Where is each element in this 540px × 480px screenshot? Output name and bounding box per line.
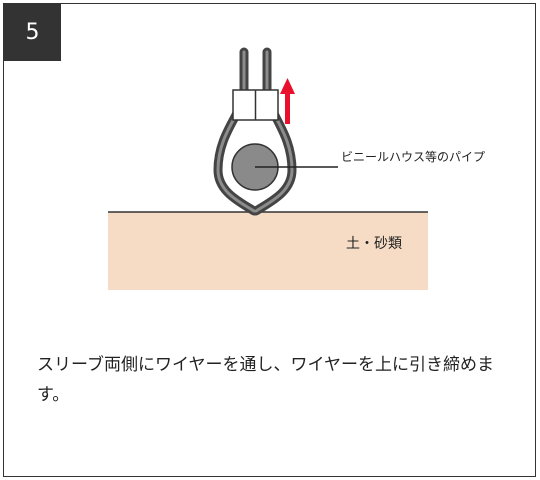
soil-block xyxy=(108,212,428,290)
soil-label: 土・砂類 xyxy=(346,236,402,252)
up-arrow-icon xyxy=(280,78,295,124)
step-card: 5 ビニールハウス等のパイプ 土・砂類 スリーブ両側にワイヤーを通し、ワイヤー xyxy=(3,3,536,477)
pipe-label: ビニールハウス等のパイプ xyxy=(341,150,486,164)
step-number-badge: 5 xyxy=(4,4,61,61)
sleeve xyxy=(232,89,279,121)
instruction-text: スリーブ両側にワイヤーを通し、ワイヤーを上に引き締めます。 xyxy=(37,355,494,405)
sleeve-diagram xyxy=(108,47,428,290)
